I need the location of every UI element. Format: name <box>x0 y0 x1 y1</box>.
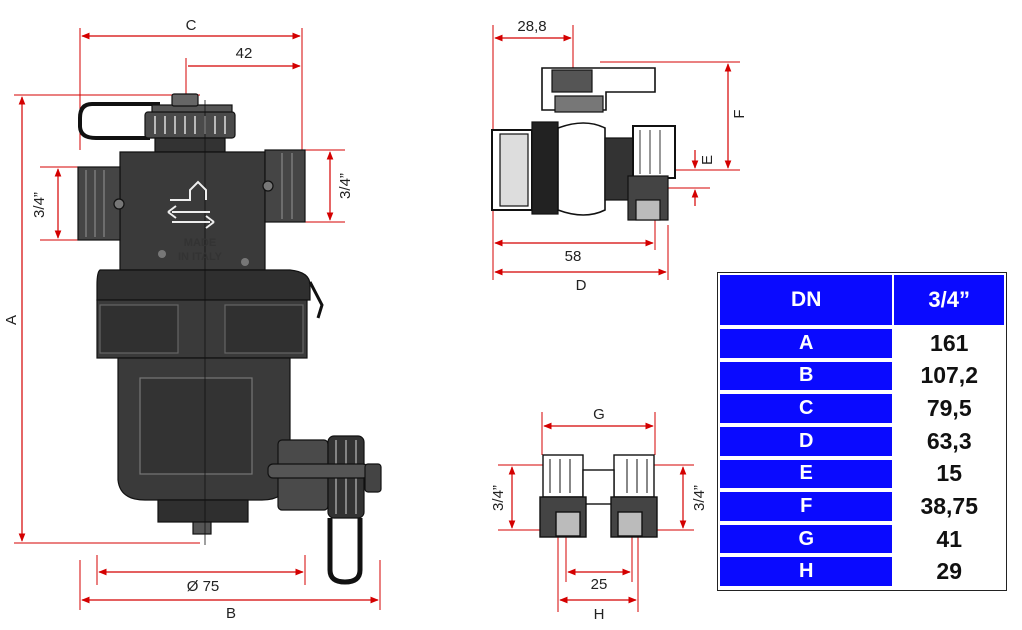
table-row-value: 107,2 <box>892 358 1006 395</box>
label-dim-42: 42 <box>236 45 253 62</box>
table-row-value: 41 <box>892 521 1006 558</box>
table-row-value: 63,3 <box>892 423 1006 460</box>
table-row-key: F <box>717 489 895 525</box>
label-thread-fit-right: 3/4” <box>691 485 708 511</box>
separator-body <box>77 93 382 585</box>
made-in-italy-text: IN ITALY <box>178 251 223 263</box>
table-header-row: DN 3/4” <box>717 273 1006 329</box>
table-row: G 41 <box>717 521 1006 558</box>
dimension-table-grid: DN 3/4” A 161 B 107,2 C 79,5 D 63,3 E 15… <box>717 273 1006 590</box>
valve-view: 28,8 F E 58 D <box>491 18 748 294</box>
table-row-value: 29 <box>892 554 1006 590</box>
table-row: B 107,2 <box>717 358 1006 395</box>
table-row: A 161 <box>717 326 1006 362</box>
label-dim-a: A <box>3 315 20 325</box>
separator-view: MADE IN ITALY C 42 A 3/4” 3/4” Ø 75 B <box>3 17 382 622</box>
label-dim-f: F <box>731 109 748 118</box>
table-row: C 79,5 <box>717 391 1006 427</box>
fitting-view: G 3/4” 3/4” 25 H <box>490 406 708 623</box>
table-row-key: G <box>717 521 895 558</box>
table-row-key: E <box>717 456 895 493</box>
table-row-key: H <box>717 554 895 590</box>
table-row-value: 79,5 <box>892 391 1006 427</box>
label-dim-h: H <box>594 606 605 623</box>
table-header-key: DN <box>717 273 895 329</box>
label-dim-d: D <box>576 277 587 294</box>
label-diameter: Ø 75 <box>187 578 220 595</box>
label-thread-right: 3/4” <box>337 173 354 199</box>
dimension-table: DN 3/4” A 161 B 107,2 C 79,5 D 63,3 E 15… <box>717 272 1007 591</box>
table-row-value: 15 <box>892 456 1006 493</box>
table-row-key: C <box>717 391 895 427</box>
table-row: H 29 <box>717 554 1006 590</box>
label-dim-b: B <box>226 605 236 622</box>
label-dim-58: 58 <box>565 248 582 265</box>
label-thread-fit-left: 3/4” <box>490 485 507 511</box>
table-row-key: B <box>717 358 895 395</box>
table-row-key: D <box>717 423 895 460</box>
label-dim-g: G <box>593 406 605 423</box>
table-row-value: 38,75 <box>892 489 1006 525</box>
made-in-text: MADE <box>184 237 216 249</box>
label-dim-28-8: 28,8 <box>517 18 546 35</box>
table-header-value: 3/4” <box>892 273 1006 329</box>
valve-body <box>491 67 676 221</box>
table-row: F 38,75 <box>717 489 1006 525</box>
table-row-key: A <box>717 326 895 362</box>
table-row-value: 161 <box>892 326 1006 362</box>
fitting-body <box>539 454 658 538</box>
label-dim-c: C <box>186 17 197 34</box>
label-dim-e: E <box>699 155 716 165</box>
label-dim-25: 25 <box>591 576 608 593</box>
table-row: E 15 <box>717 456 1006 493</box>
table-row: D 63,3 <box>717 423 1006 460</box>
label-thread-left: 3/4” <box>31 192 48 218</box>
